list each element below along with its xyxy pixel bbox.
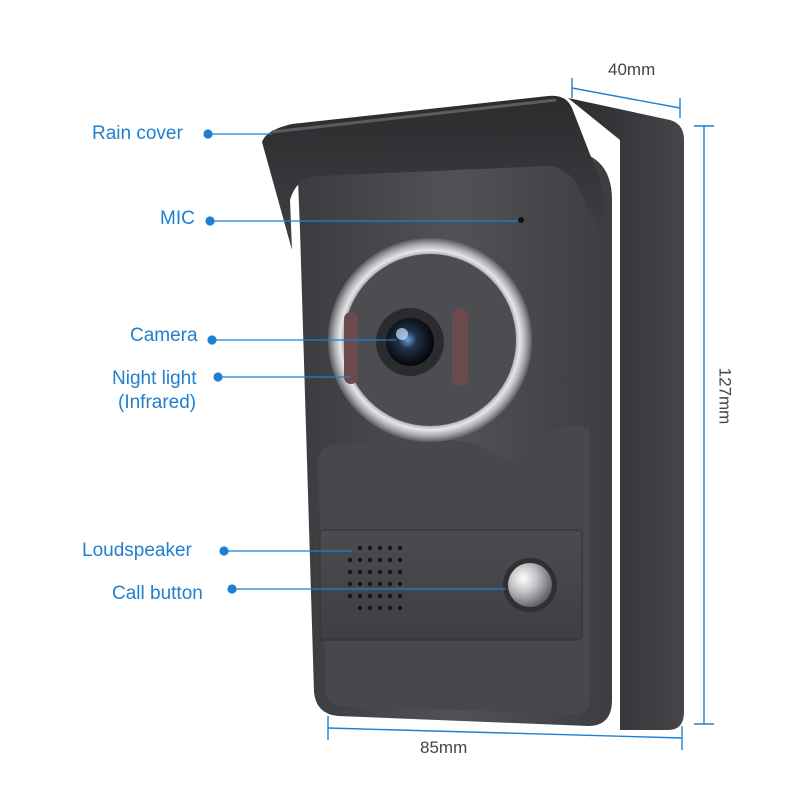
label-mic: MIC — [160, 208, 195, 229]
speaker-hole — [367, 593, 373, 599]
speaker-hole — [387, 605, 393, 611]
speaker-hole — [397, 605, 403, 611]
speaker-hole — [387, 545, 393, 551]
speaker-hole — [397, 569, 403, 575]
callout-dot-call-button — [227, 584, 237, 594]
ir-light-right — [452, 308, 468, 386]
dim-label-height: 127mm — [715, 367, 735, 425]
speaker-hole — [377, 569, 383, 575]
speaker-hole — [387, 557, 393, 563]
housing-side — [568, 98, 684, 730]
camera-lens — [386, 318, 434, 366]
speaker-hole — [347, 593, 353, 599]
callout-dot-rain-cover — [203, 129, 213, 139]
speaker-hole — [347, 581, 353, 587]
callout-lines — [203, 129, 518, 594]
speaker-hole — [367, 605, 373, 611]
speaker-hole — [367, 557, 373, 563]
callout-dot-camera — [207, 335, 217, 345]
ir-light-left — [344, 312, 358, 384]
speaker-hole — [377, 557, 383, 563]
mic-hole — [518, 217, 524, 223]
dim-label-width: 85mm — [420, 738, 468, 757]
dim-line-width — [327, 727, 683, 739]
speaker-hole — [357, 569, 363, 575]
speaker-hole — [357, 593, 363, 599]
speaker-hole — [367, 569, 373, 575]
speaker-hole — [387, 593, 393, 599]
speaker-panel — [319, 529, 583, 641]
speaker-hole — [397, 581, 403, 587]
speaker-hole — [367, 581, 373, 587]
speaker-hole — [397, 593, 403, 599]
speaker-hole — [387, 569, 393, 575]
speaker-hole — [397, 545, 403, 551]
label-rain-cover: Rain cover — [92, 123, 183, 144]
speaker-hole — [377, 593, 383, 599]
call-button[interactable] — [508, 563, 552, 607]
dimension-lines — [327, 78, 714, 750]
speaker-hole — [357, 545, 363, 551]
lens-glint — [396, 328, 408, 340]
speaker-hole — [377, 605, 383, 611]
callout-dot-mic — [205, 216, 215, 226]
speaker-hole — [377, 581, 383, 587]
speaker-hole — [347, 569, 353, 575]
callout-dot-night-light — [213, 372, 223, 382]
dim-label-depth: 40mm — [608, 60, 656, 79]
speaker-hole — [377, 545, 383, 551]
rain-cover-edge — [271, 98, 557, 134]
speaker-hole — [347, 557, 353, 563]
label-night-light: Night light — [112, 368, 197, 389]
speaker-hole — [367, 545, 373, 551]
speaker-hole — [357, 581, 363, 587]
speaker-grille — [347, 545, 403, 611]
speaker-hole — [357, 557, 363, 563]
label-camera: Camera — [130, 325, 198, 346]
dim-line-depth — [571, 87, 681, 109]
speaker-hole — [387, 581, 393, 587]
callout-dot-loudspeaker — [219, 546, 229, 556]
speaker-hole — [397, 557, 403, 563]
label-loudspeaker: Loudspeaker — [82, 540, 192, 561]
label-call-button: Call button — [112, 583, 203, 604]
speaker-hole — [357, 605, 363, 611]
rain-cover — [262, 95, 606, 250]
label-night-light-infrared: (Infrared) — [118, 392, 197, 413]
